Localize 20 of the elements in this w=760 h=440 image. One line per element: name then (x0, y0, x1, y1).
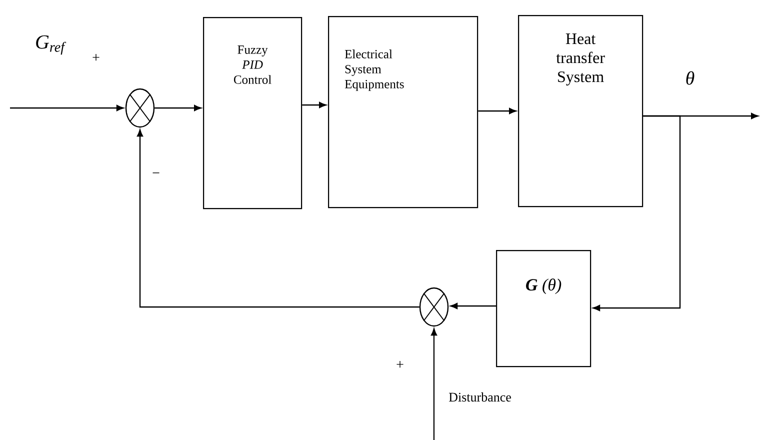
summing-junction (419, 287, 449, 327)
sign-label: + (396, 361, 404, 368)
edge-label: G$_{ref}$ (34, 34, 66, 56)
arrow (10, 104, 124, 112)
summing-junction (125, 88, 155, 128)
arrow (302, 102, 326, 108)
arrow (450, 302, 496, 310)
block-box: Electrical System Equipments (328, 16, 478, 208)
edge-label: θ (684, 70, 696, 86)
arrow (136, 129, 420, 308)
block-box: Fuzzy PID Control (203, 17, 302, 210)
arrow (430, 328, 438, 440)
block-box: G (θ) (496, 250, 592, 368)
sign-label: + (92, 54, 100, 61)
block-box: Heat transfer System (518, 15, 644, 208)
arrow (592, 115, 681, 312)
arrow (478, 108, 516, 114)
edge-label: Disturbance (448, 391, 512, 403)
arrow (154, 104, 202, 112)
sign-label: − (152, 172, 160, 174)
